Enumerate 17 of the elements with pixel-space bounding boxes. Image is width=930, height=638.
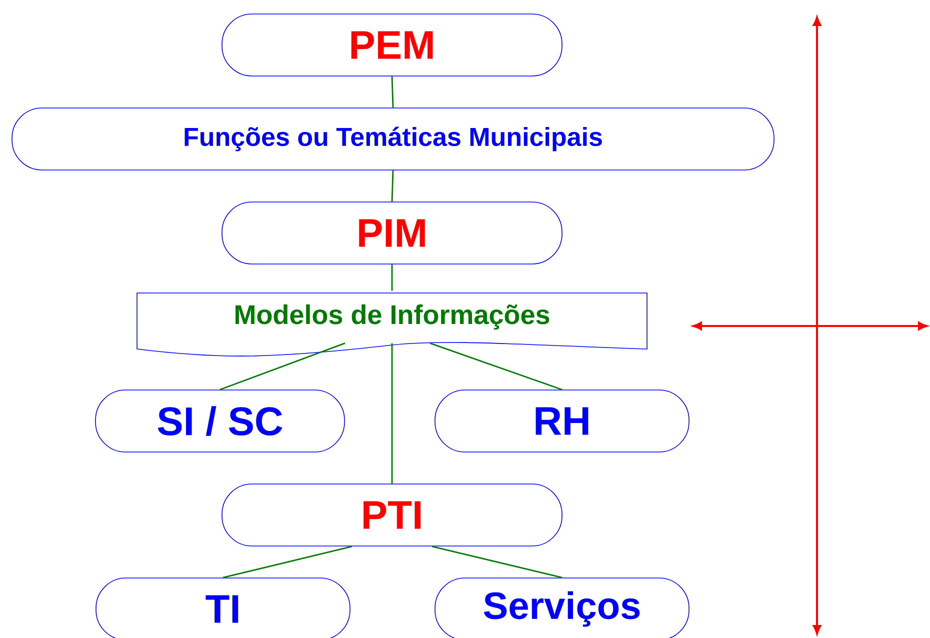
- connector-line: [432, 546, 562, 578]
- rounded-box: TI: [96, 578, 350, 638]
- connector-line: [391, 76, 394, 108]
- connector-line: [220, 342, 346, 390]
- rounded-box: PEM: [222, 14, 562, 76]
- rounded-box: PIM: [222, 202, 562, 264]
- rounded-box: SI / SC: [95, 390, 345, 452]
- connector-line: [391, 170, 394, 202]
- connector-line: [391, 264, 393, 291]
- rounded-box: PTI: [222, 484, 562, 546]
- connector-line: [222, 546, 352, 578]
- connector-line: [430, 342, 562, 390]
- connector-line: [391, 343, 393, 484]
- rounded-box: Serviços: [434, 578, 690, 638]
- rounded-box: Funções ou Temáticas Municipais: [12, 108, 774, 170]
- rounded-box: RH: [434, 390, 690, 452]
- document-box: Modelos de Informações: [136, 292, 648, 356]
